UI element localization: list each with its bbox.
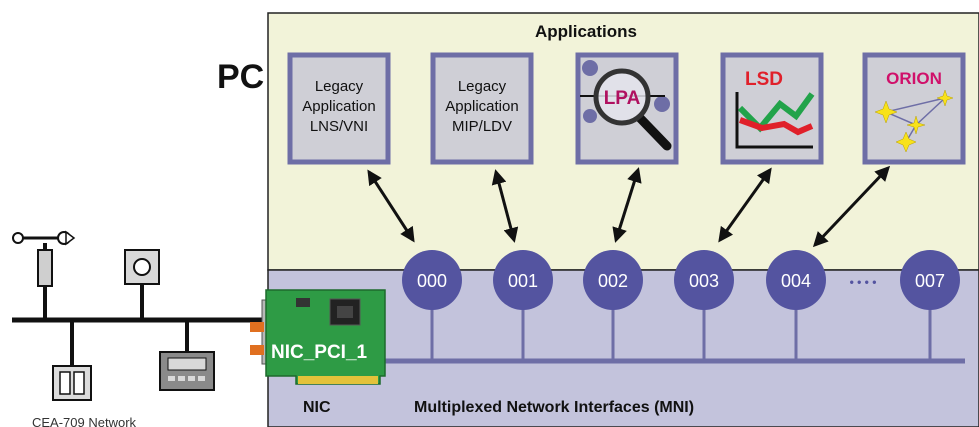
mni-stems — [430, 300, 932, 361]
app-box-lns-vni[interactable]: Legacy Application LNS/VNI — [287, 52, 391, 165]
mni-label: Multiplexed Network Interfaces (MNI) — [414, 399, 694, 416]
interface-002[interactable]: 002 — [583, 250, 643, 310]
interface-003[interactable]: 003 — [674, 250, 734, 310]
arrow-002 — [612, 167, 642, 243]
nic-pci-card[interactable] — [250, 289, 386, 385]
app-line: LNS/VNI — [310, 118, 368, 135]
arrow-001 — [491, 169, 519, 243]
interface-ellipsis: • • • • — [850, 275, 877, 289]
network-label: CEA-709 Network — [32, 415, 137, 427]
weather-sensor-icon — [12, 230, 76, 320]
light-switch-icon — [52, 320, 92, 401]
pc-label: PC — [217, 58, 264, 96]
interface-007[interactable]: 007 — [900, 250, 960, 310]
app-box-lsd[interactable]: LSD — [720, 52, 824, 165]
app-line: Legacy — [458, 78, 507, 95]
nic-card-label: NIC_PCI_1 — [271, 342, 368, 363]
interface-label: 002 — [598, 271, 628, 291]
interface-label: 003 — [689, 271, 719, 291]
app-box-mip-ldv[interactable]: Legacy Application MIP/LDV — [430, 52, 534, 165]
nic-label: NIC — [303, 399, 331, 416]
app-line: MIP/LDV — [452, 118, 512, 135]
interface-000[interactable]: 000 — [402, 250, 462, 310]
app-box-lpa[interactable]: LPA — [575, 52, 679, 165]
constellation-icon — [874, 89, 954, 153]
magnifier-icon — [580, 60, 672, 151]
arrow-004 — [812, 165, 891, 248]
arrow-000 — [367, 169, 415, 243]
interface-label: 007 — [915, 271, 945, 291]
line-graph-icon — [735, 92, 815, 149]
app-line: Legacy — [315, 78, 364, 95]
app-line: Application — [302, 98, 375, 115]
connection-arrows — [367, 165, 891, 248]
app-box-orion[interactable]: ORION — [862, 52, 966, 165]
lpa-title: LPA — [604, 88, 641, 109]
lsd-title: LSD — [745, 69, 783, 90]
interface-004[interactable]: 004 — [766, 250, 826, 310]
interface-001[interactable]: 001 — [493, 250, 553, 310]
display-panel-icon — [159, 320, 215, 391]
interface-label: 004 — [781, 271, 811, 291]
applications-label: Applications — [535, 22, 637, 41]
thermostat-icon — [124, 249, 160, 320]
interface-label: 000 — [417, 271, 447, 291]
interface-label: 001 — [508, 271, 538, 291]
arrow-003 — [718, 167, 772, 243]
app-line: Application — [445, 98, 518, 115]
orion-title: ORION — [886, 69, 942, 88]
